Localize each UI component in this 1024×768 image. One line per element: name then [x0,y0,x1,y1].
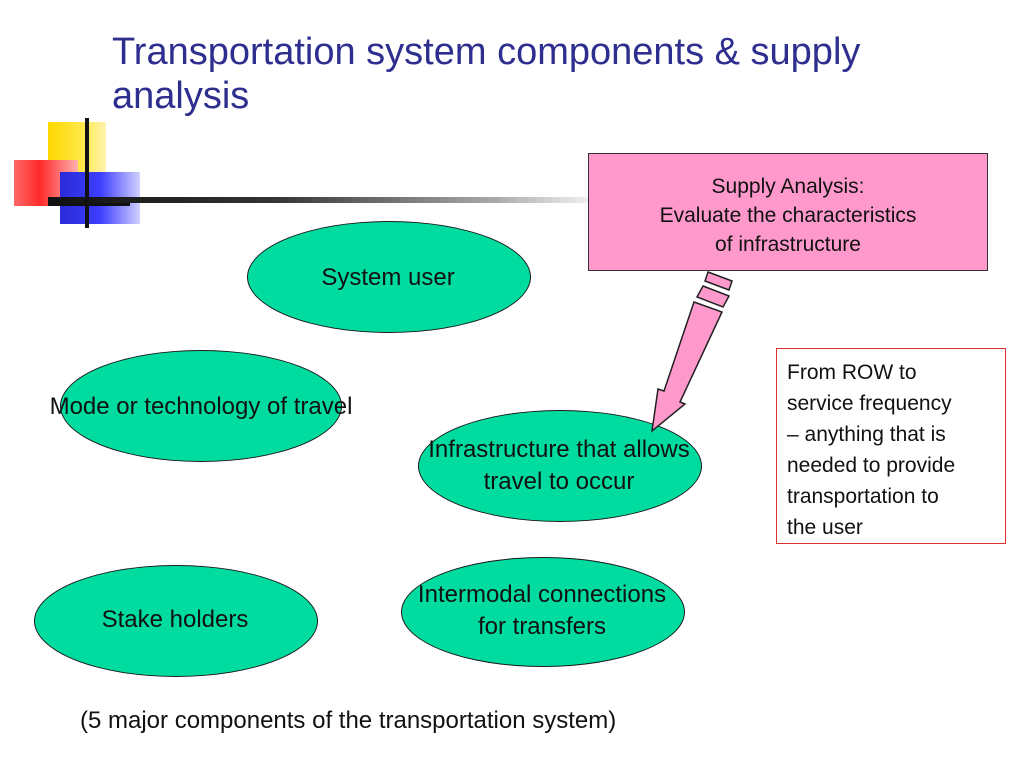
intermodal-ellipse [401,557,685,667]
logo-vertical-line [85,118,89,228]
supply-analysis-box: Supply Analysis: Evaluate the characteri… [588,153,988,271]
slide-title: Transportation system components & suppl… [112,31,861,117]
system-user-label: System user [321,264,455,291]
supply-line-2: Evaluate the characteristics [659,204,917,227]
stakeholders-label: Stake holders [101,606,249,633]
note-line: – anything that is [787,423,946,446]
note-box: From ROW to service frequency – anything… [776,348,1006,544]
footnote: (5 major components of the transportatio… [80,707,617,734]
note-line: the user [787,516,863,539]
infrastructure-line-1: Infrastructure that allows [428,436,690,463]
supply-line-3: of infrastructure [715,233,861,256]
intermodal-line-1: Intermodal connections [417,581,667,608]
system-user-ellipse [247,221,531,333]
title-underline [48,197,608,203]
supply-line-1: Supply Analysis: [711,175,865,198]
logo-short-line [48,203,130,206]
mode-ellipse [60,350,342,462]
intermodal-line-2: for transfers [477,613,607,640]
infrastructure-line-2: travel to occur [483,468,635,495]
mode-label: Mode or technology of travel [49,393,353,420]
stakeholders-ellipse [34,565,318,677]
note-line: From ROW to [787,361,917,384]
note-line: needed to provide [787,454,956,477]
note-line: service frequency [787,392,952,415]
note-line: transportation to [787,485,939,508]
intermodal-label: Intermodal connections for transfers [381,579,703,643]
infrastructure-label: Infrastructure that allows travel to occ… [398,434,720,498]
